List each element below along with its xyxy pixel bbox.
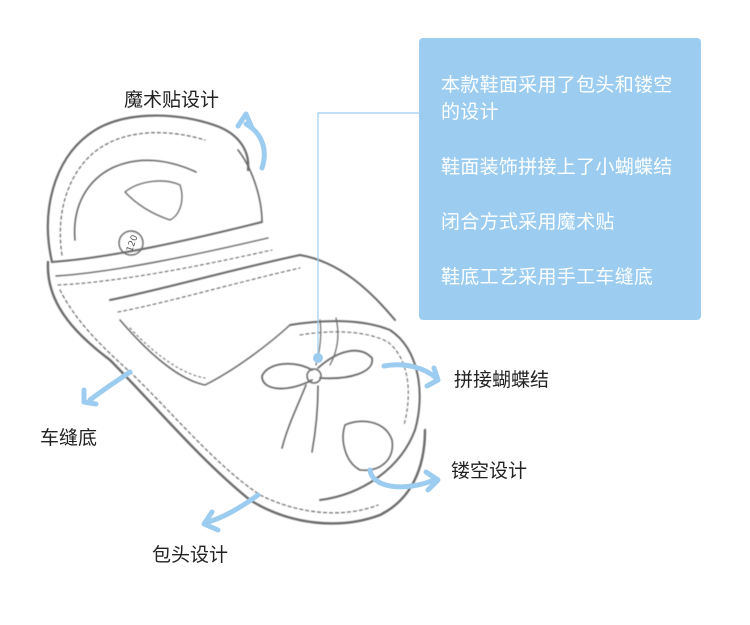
callout-stitched-sole: 车缝底 bbox=[40, 427, 98, 449]
callout-bow: 拼接蝴蝶结 bbox=[454, 369, 550, 391]
sole-arrow-icon bbox=[87, 369, 133, 403]
feature-line-1-cont: 的设计 bbox=[441, 101, 499, 123]
hollow-arrow-icon bbox=[367, 467, 437, 490]
connector-dot bbox=[313, 353, 323, 363]
callout-closed-toe: 包头设计 bbox=[152, 544, 229, 566]
hollow-arrow-head bbox=[423, 469, 441, 493]
callout-velcro-design: 魔术贴设计 bbox=[124, 89, 220, 111]
bow-arrow-icon bbox=[381, 362, 439, 381]
bow-arrow-head bbox=[424, 365, 441, 389]
callout-hollow-design: 镂空设计 bbox=[451, 460, 528, 482]
feature-line-2: 鞋面装饰拼接上了小蝴蝶结 bbox=[441, 156, 673, 178]
velcro-arrow-head bbox=[235, 111, 255, 131]
feature-description-panel: 本款鞋面采用了包头和镂空 的设计 鞋面装饰拼接上了小蝴蝶结 闭合方式采用魔术贴 … bbox=[419, 38, 701, 320]
feature-line-1: 本款鞋面采用了包头和镂空 bbox=[441, 74, 673, 96]
connector-line bbox=[317, 112, 419, 356]
feature-line-3: 闭合方式采用魔术贴 bbox=[441, 211, 615, 233]
sole-arrow-head bbox=[81, 387, 99, 407]
toe-arrow-head bbox=[201, 509, 221, 533]
feature-line-4: 鞋底工艺采用手工车缝底 bbox=[441, 266, 654, 288]
toe-arrow-icon bbox=[205, 492, 261, 525]
